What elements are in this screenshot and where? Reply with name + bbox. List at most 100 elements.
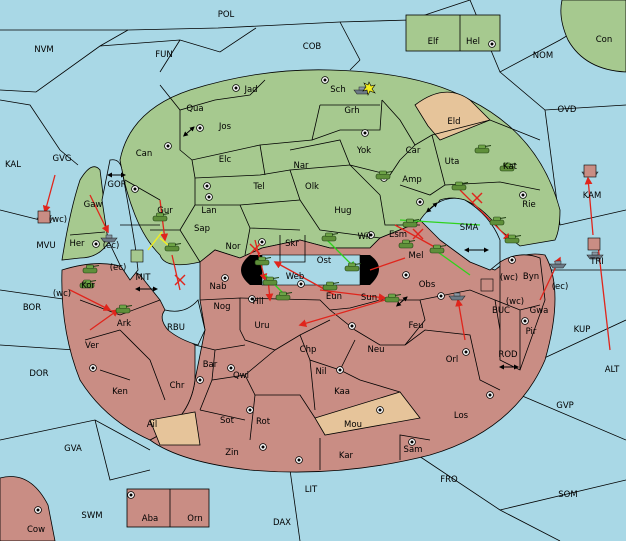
province-label-gvp: GVP (556, 401, 574, 411)
province-label-mit: MIT (135, 273, 151, 283)
province-label-nvm: NVM (34, 45, 54, 55)
supply-center-icon (437, 292, 445, 300)
province-label-amp: Amp (402, 175, 422, 185)
supply-center-icon (203, 182, 211, 190)
supply-center-icon (227, 364, 235, 372)
province-label-tri: TRI (589, 257, 604, 267)
province-label-kaa: Kaa (334, 387, 350, 397)
province-label-rod: ROD (498, 350, 518, 360)
supply-center-icon (232, 84, 240, 92)
province-eld[interactable] (414, 91, 491, 141)
province-label-qwi: Qwi (233, 371, 249, 381)
supply-center-icon (361, 129, 369, 137)
supply-center-icon (295, 456, 303, 464)
province-label-lit: LIT (305, 485, 318, 495)
supply-center-icon (34, 506, 42, 514)
province-label-sma: SMA (460, 223, 479, 233)
province-label-nar: Nar (293, 161, 309, 171)
coast-label: (wc) (506, 297, 524, 307)
province-label-chr: Chr (170, 381, 185, 391)
province-label-rot: Rot (256, 417, 271, 427)
province-label-elc: Elc (219, 155, 232, 165)
province-label-kup: KUP (574, 325, 591, 335)
province-label-car: Car (406, 146, 421, 156)
province-label-yok: Yok (356, 146, 371, 156)
province-label-chp: Chp (300, 345, 317, 355)
province-label-ost: Ost (317, 256, 332, 266)
supply-center-icon (336, 366, 344, 374)
province-label-eun: Eun (326, 292, 342, 302)
province-ail[interactable] (149, 411, 201, 446)
province-label-pir: Pir (526, 327, 537, 337)
province-label-orl: Orl (446, 355, 459, 365)
province-label-pol: POL (218, 10, 235, 20)
province-mou[interactable] (314, 391, 421, 436)
province-label-hug: Hug (334, 206, 351, 216)
coast-label: (ec) (103, 241, 120, 251)
supply-center-icon (416, 198, 424, 206)
province-label-gaw: Gaw (84, 200, 103, 210)
supply-center-icon (248, 295, 256, 303)
province-label-orn: Orn (187, 514, 202, 524)
supply-center-icon (196, 124, 204, 132)
province-label-can: Can (136, 149, 153, 159)
province-label-jad: Jad (243, 85, 257, 95)
province-label-ovd: OVD (558, 105, 577, 115)
supply-center-icon (196, 376, 204, 384)
province-label-gva: GVA (64, 444, 82, 454)
province-label-mvu: MVU (36, 241, 55, 251)
province-label-kal: KAL (5, 160, 21, 170)
supply-center-icon (348, 322, 356, 330)
province-label-dor: DOR (29, 369, 48, 379)
province-label-esm: Esm (389, 230, 407, 240)
province-label-elf: Elf (428, 37, 440, 47)
sea-gor-channel[interactable] (101, 159, 139, 281)
province-label-tel: Tel (252, 182, 264, 192)
province-con[interactable] (560, 0, 626, 73)
supply-center-icon (221, 274, 229, 282)
province-label-uru: Uru (254, 321, 269, 331)
province-label-gor: GOR (107, 180, 126, 190)
province-label-gur: Gur (157, 206, 173, 216)
province-label-ail: Ail (147, 420, 158, 430)
province-label-buc: BUC (492, 306, 510, 316)
province-label-bor: BOR (23, 303, 41, 313)
supply-center-icon (205, 193, 213, 201)
supply-center-icon (89, 364, 97, 372)
province-label-skr: Skr (285, 239, 299, 249)
province-label-ken: Ken (112, 387, 128, 397)
supply-center-icon (164, 142, 172, 150)
province-label-swm: SWM (81, 511, 102, 521)
province-label-eld: Eld (447, 117, 460, 127)
province-label-neu: Neu (368, 345, 385, 355)
island-elf-hel[interactable] (405, 14, 501, 52)
province-label-cow: Cow (27, 525, 45, 535)
coast-label: (wc) (49, 215, 67, 225)
province-label-grh: Grh (344, 106, 359, 116)
province-label-aba: Aba (142, 514, 158, 524)
province-label-web: Web (286, 272, 305, 282)
supply-center-icon (297, 280, 305, 288)
province-cow[interactable] (0, 476, 56, 541)
province-label-nor: Nor (225, 242, 241, 252)
supply-center-icon (246, 406, 254, 414)
province-label-ver: Ver (85, 341, 99, 351)
supply-center-icon (462, 348, 470, 356)
province-label-nom: NOM (533, 51, 553, 61)
province-label-ark: Ark (117, 319, 131, 329)
island-aba-orn[interactable] (126, 488, 210, 528)
supply-center-icon (258, 238, 266, 246)
retreat-markers (37, 164, 601, 292)
province-label-hil: Hil (252, 297, 263, 307)
province-label-nab: Nab (210, 282, 227, 292)
province-label-qua: Qua (186, 104, 203, 114)
province-label-kat: Kat (503, 162, 518, 172)
sea-rbu[interactable] (161, 299, 206, 346)
explosion-icon (362, 81, 376, 96)
province-label-sch: Sch (330, 85, 345, 95)
province-label-byn: Byn (523, 272, 539, 282)
supply-center-icon (367, 231, 375, 239)
